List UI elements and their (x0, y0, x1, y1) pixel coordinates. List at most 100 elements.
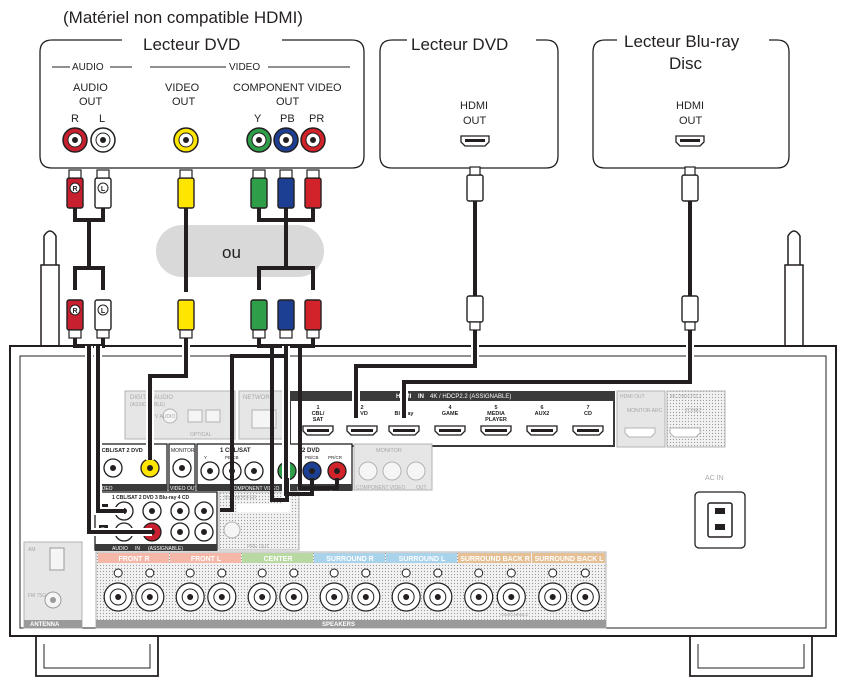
rca-plug-letter: R (72, 186, 77, 193)
hdmi-plug (466, 295, 484, 331)
rca-jack-pb (273, 127, 299, 153)
audio-assignable: (ASSIGNABLE) (148, 546, 183, 552)
speaker-terminal-center (290, 594, 297, 600)
component-video-label: COMPONENT VIDEO (230, 486, 279, 492)
rca-plug-tip (179, 169, 193, 179)
speaker-group: FRONT R (98, 553, 169, 612)
polarity-mark (506, 568, 516, 578)
comp-pr-label: PR (309, 113, 324, 125)
non-hdmi-note: (Matériel non compatible HDMI) (63, 8, 303, 27)
hdmi-plug-body (466, 174, 484, 202)
speaker-terminal-center (218, 594, 225, 600)
composite-video-panel: 1 CBL/SAT 2 DVD VIDEO MONITOR VIDEO OUT (94, 443, 198, 492)
rca-jack-audio-l (90, 127, 116, 153)
polarity-mark (145, 568, 155, 578)
polarity-mark (474, 568, 484, 578)
hdmi-plug (681, 166, 699, 202)
rca-plug-tip (279, 329, 293, 339)
speaker-terminal-center (549, 594, 556, 600)
rca-plug: L (94, 169, 112, 209)
rca-plug-body (304, 177, 322, 209)
video-in-label: VIDEO (97, 486, 113, 492)
rca-jack-audio-r (62, 127, 88, 153)
hdmi-input-label: CBL/ (312, 411, 325, 417)
rca-plug-tip (252, 169, 266, 179)
audio-input-labels: 1 CBL/SAT 2 DVD 3 Blu-ray 4 CD (112, 495, 190, 501)
rca-plug-badge (69, 182, 81, 194)
polarity-mark (113, 568, 123, 578)
hdcp-label: 4K / HDCP2.2 (670, 394, 702, 400)
speaker-terminal-center (146, 594, 153, 600)
speaker-group: SURROUND R (314, 553, 385, 612)
audio-out-label-1: AUDIO (73, 82, 108, 94)
speakers-assignable-label: ASSIGNABLE (500, 612, 529, 617)
dvd-player-hdmi: Lecteur DVD HDMI OUT (379, 35, 559, 169)
component-monitor-out-label: COMPONENT VIDEO (356, 485, 405, 491)
dvd-analog-title: Lecteur DVD (143, 35, 240, 54)
speaker-terminal-center (362, 594, 369, 600)
dvd-hdmi-port-label: HDMI (460, 100, 488, 112)
hdmi-plug (681, 295, 699, 331)
speakers-label: SPEAKERS (322, 622, 355, 628)
hdmi-out-label: HDMI OUT (620, 394, 645, 400)
audio-group-label: AUDIO (72, 62, 104, 73)
channel-l-label: L (99, 113, 105, 125)
am-label: AM (28, 547, 36, 553)
rca-plug: R (66, 299, 84, 339)
hdmi-plug-body (681, 295, 699, 323)
rca-plug (177, 299, 195, 339)
speaker-terminal-center (475, 594, 482, 600)
rca-jack-composite (173, 127, 199, 153)
hdmi-input-label: 7 (586, 405, 589, 411)
ac-in: AC IN (694, 475, 746, 549)
audio-in-panel: 1 CBL/SAT 2 DVD 3 Blu-ray 4 CD L R AUDIO… (94, 491, 218, 552)
hdmi-in-panel: HDMI IN 4K / HDCP2.2 (ASSIGNABLE) 1CBL/S… (289, 391, 615, 447)
rca-plug-body (250, 177, 268, 209)
rca-plug-tip (179, 329, 193, 339)
or-label: ou (222, 243, 241, 262)
component-y-label: Y (204, 455, 207, 460)
speaker-terminal-center (259, 594, 266, 600)
antenna-panel: AM FM 75Ω ANTENNA (23, 541, 83, 629)
hdmi-input-label: 2 (360, 405, 363, 411)
polarity-mark (361, 568, 371, 578)
hdmi-in-label: IN (418, 394, 424, 400)
hdmi-input-label: 1 (316, 405, 319, 411)
comp-pb-label: PB (280, 113, 295, 125)
hdmi-input-jack-slot (577, 429, 599, 432)
rca-plug-letter: L (101, 186, 106, 193)
component-pr-label: PR/CR (328, 455, 343, 460)
hdmi-plug-tip (469, 321, 481, 331)
audio-label: AUDIO (112, 546, 128, 552)
component-out-label-2: OUT (276, 96, 300, 108)
component-label-cbl: 1 CBL/SAT (220, 448, 251, 454)
speaker-group: SURROUND L (386, 553, 457, 612)
speaker-group: FRONT L (170, 553, 241, 612)
polarity-mark (289, 568, 299, 578)
bluray-player: Lecteur Blu-ray Disc HDMI OUT (592, 32, 790, 169)
rca-plug-badge (97, 182, 109, 194)
channel-r-label: R (71, 113, 79, 125)
component-label-dvd: 2 DVD (302, 448, 320, 454)
hdmi-input-label: PLAYER (485, 417, 507, 423)
video-out-label-1: VIDEO (165, 82, 200, 94)
hdmi-input-jack-slot (439, 429, 461, 432)
rca-plug (250, 299, 268, 339)
rca-jack-y (246, 127, 272, 153)
hdmi-input-label: MEDIA (487, 411, 505, 417)
rca-plug-badge (69, 304, 81, 316)
speaker-group-header (532, 553, 605, 563)
rca-jack-pr (300, 127, 326, 153)
rca-plug: L (94, 299, 112, 339)
dvd-hdmi-out-label: OUT (463, 115, 487, 127)
rca-plug-body (277, 177, 295, 209)
component-pb-label-2: PB/CB (305, 455, 319, 460)
network-panel: NETWORK (238, 390, 288, 440)
bluray-hdmi-port-label: HDMI (676, 100, 704, 112)
hdmi-input-jack-slot (307, 429, 329, 432)
speaker-terminal-center (331, 594, 338, 600)
